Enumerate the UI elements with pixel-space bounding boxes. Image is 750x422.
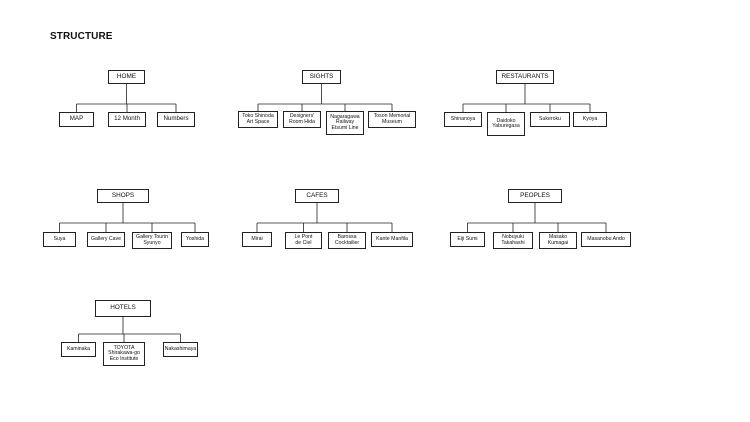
node-hotels-child: Kaminaka (61, 342, 96, 357)
node-home-child: 12 Month (108, 112, 146, 127)
node-shops-child: Yoshida (181, 232, 209, 247)
node-restaurants: RESTAURANTS (496, 70, 554, 84)
page-title: STRUCTURE (50, 31, 113, 42)
node-sights-child: Designers' Room Hida (283, 111, 321, 128)
node-cafes-child: Kante Manfila (371, 232, 413, 247)
node-shops-child: Gallery Cave (87, 232, 125, 247)
node-cafes-child: Barossa Cocktailier (328, 232, 366, 249)
node-sights-child: Toson Memorial Museum (368, 111, 416, 128)
node-hotels-child: Nakashimaya (163, 342, 198, 357)
node-home-child: Numbers (157, 112, 195, 127)
node-restaurants-child: Kyoya (573, 112, 607, 127)
node-cafes-child: Mirai (242, 232, 272, 247)
node-restaurants-child: Shinanoya (444, 112, 482, 127)
node-peoples: PEOPLES (508, 189, 562, 203)
node-cafes-child: Le Pont de Ciel (285, 232, 322, 249)
node-shops: SHOPS (97, 189, 149, 203)
node-hotels: HOTELS (95, 300, 151, 317)
node-shops-child: Gallery Tourin Syunyo (132, 232, 172, 249)
node-home: HOME (108, 70, 145, 84)
node-sights-child: Toko Shinoda Art Space (238, 111, 278, 128)
node-cafes: CAFES (295, 189, 339, 203)
node-peoples-child: Eiji Sumi (450, 232, 485, 247)
node-peoples-child: Nobuyuki Takahashi (493, 232, 533, 249)
node-sights-child: Nagaragawa Railway Etsumi Line (326, 111, 364, 135)
node-restaurants-child: Sukeroku (530, 112, 570, 127)
node-peoples-child: Masanobu Ando (581, 232, 631, 247)
node-home-child: MAP (59, 112, 94, 127)
node-peoples-child: Masako Kumagai (539, 232, 577, 249)
node-sights: SIGHTS (302, 70, 341, 84)
node-hotels-child: TOYOTA Shirakawa-go Eco Institute (103, 342, 145, 366)
node-shops-child: Suya (43, 232, 76, 247)
node-restaurants-child: Daidoko Yaburegasa (487, 112, 525, 136)
